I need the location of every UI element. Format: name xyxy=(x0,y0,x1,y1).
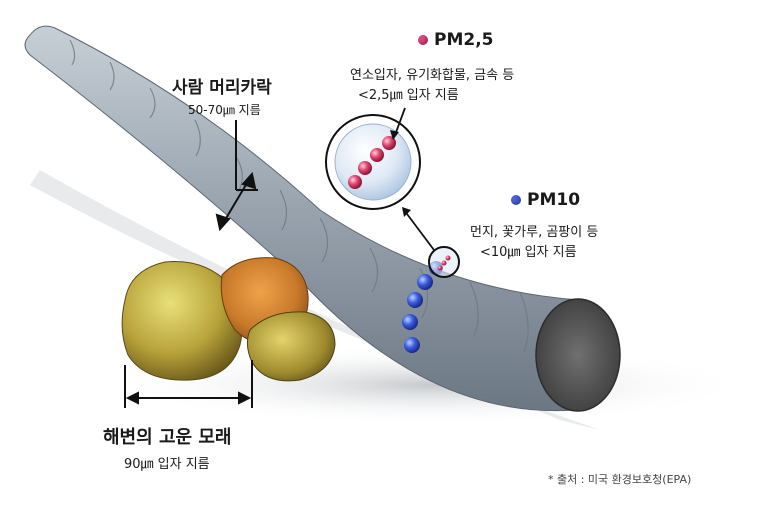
pm25-zoom-line xyxy=(403,209,435,251)
pm25-dot-icon xyxy=(418,35,428,45)
hair-cuticle-lines xyxy=(69,39,529,353)
sand-title: 해변의 고운 모래 xyxy=(103,427,232,448)
pm25-magnified-ring xyxy=(325,114,421,210)
pm25-size: <2,5㎛ 입자 지름 xyxy=(358,88,459,103)
pm25-small-particles xyxy=(437,255,451,271)
pm10-dot-icon xyxy=(511,195,521,205)
pm10-title: PM10 xyxy=(527,190,581,210)
pm25-label-pointer xyxy=(394,107,406,136)
pm25-magnified-bubble xyxy=(334,123,412,201)
pm10-desc: 먼지, 꽃가루, 곰팡이 등 xyxy=(470,225,599,240)
pm25-magnified-particles xyxy=(348,136,396,189)
sand-size: 90㎛ 입자 지름 xyxy=(124,457,210,472)
hair-title: 사람 머리카락 xyxy=(172,78,272,98)
sand-grain-3 xyxy=(246,311,336,382)
pm10-title-row: PM10 xyxy=(511,190,580,210)
source-note: * 출처 : 미국 환경보호청(EPA) xyxy=(548,473,692,486)
hair-size: 50-70㎛ 지름 xyxy=(188,103,261,117)
pm25-zoom-arrowhead xyxy=(402,207,411,217)
pm25-title-row: PM2,5 xyxy=(418,30,494,50)
pm25-desc: 연소입자, 유기화합물, 금속 등 xyxy=(350,68,515,83)
hair-cross-section xyxy=(535,298,621,412)
pm10-size: <10㎛ 입자 지름 xyxy=(480,245,577,260)
sand-grain-1 xyxy=(121,260,243,381)
hair-diameter-arrow xyxy=(215,120,258,232)
sand-width-arrow xyxy=(124,360,253,408)
pm25-title: PM2,5 xyxy=(434,30,494,50)
pm25-label-arrowhead xyxy=(390,130,399,140)
